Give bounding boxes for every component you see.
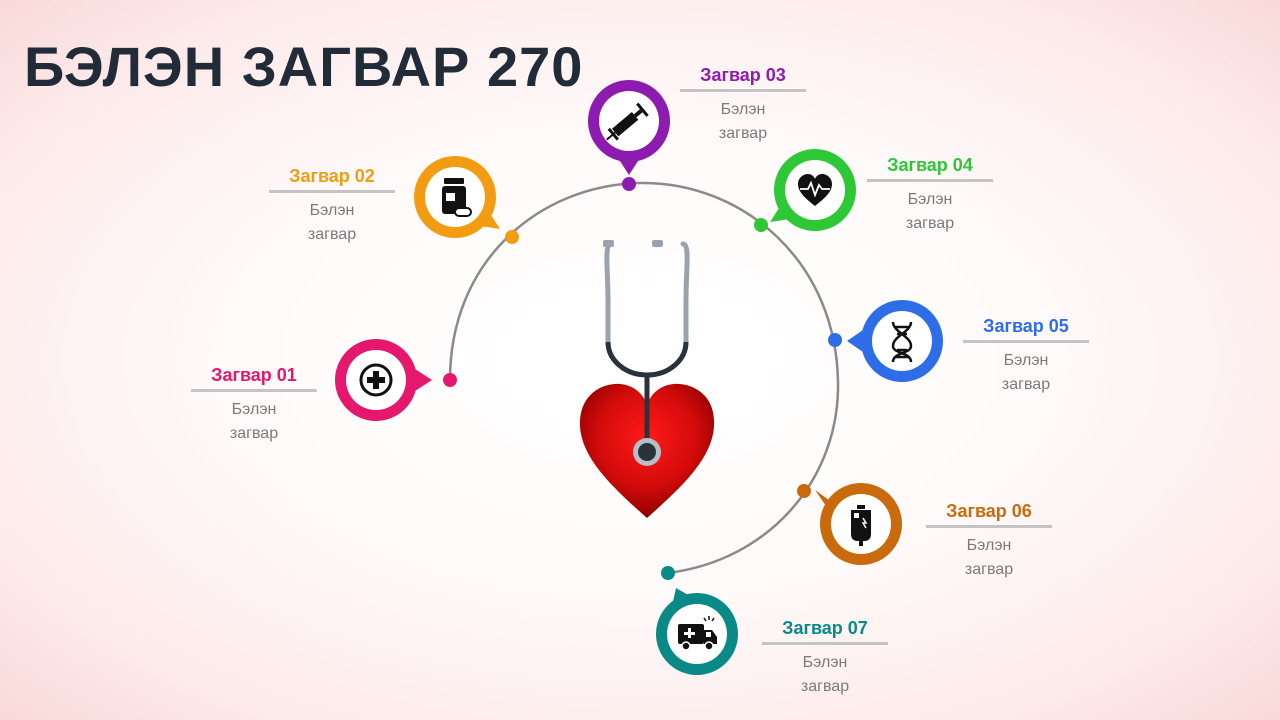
- label-description: Бэлэн загвар: [800, 654, 850, 695]
- medical-cross-icon: [359, 363, 393, 397]
- stethoscope-heart-icon: [579, 240, 715, 518]
- label-02: Загвар 02 Бэлэн загвар: [269, 166, 395, 247]
- label-heading: Загвар 04: [867, 155, 993, 182]
- label-heading: Загвар 03: [680, 65, 806, 92]
- label-description: Бэлэн загвар: [964, 537, 1014, 578]
- bubble-04[interactable]: [754, 149, 856, 232]
- label-description: Бэлэн загвар: [229, 401, 279, 442]
- heartbeat-icon: [798, 174, 832, 206]
- label-04: Загвар 04 Бэлэн загвар: [867, 155, 993, 236]
- dna-icon: [891, 321, 913, 363]
- label-description: Бэлэн загвар: [307, 202, 357, 243]
- label-01: Загвар 01 Бэлэн загвар: [191, 365, 317, 446]
- label-05: Загвар 05 Бэлэн загвар: [963, 316, 1089, 397]
- bubble-05[interactable]: [828, 300, 943, 382]
- ambulance-icon: [678, 616, 717, 651]
- pill-bottle-icon: [442, 178, 472, 217]
- label-description: Бэлэн загвар: [905, 191, 955, 232]
- label-heading: Загвар 02: [269, 166, 395, 193]
- bubble-06[interactable]: [797, 483, 902, 565]
- bubble-07[interactable]: [656, 566, 738, 675]
- bubble-02[interactable]: [414, 156, 519, 244]
- syringe-icon: [606, 102, 649, 141]
- page-title: БЭЛЭН ЗАГВАР 270: [24, 35, 584, 98]
- bubble-03[interactable]: [588, 80, 670, 191]
- label-heading: Загвар 06: [926, 501, 1052, 528]
- label-03: Загвар 03 Бэлэн загвар: [680, 65, 806, 146]
- label-heading: Загвар 01: [191, 365, 317, 392]
- label-description: Бэлэн загвар: [718, 101, 768, 142]
- label-heading: Загвар 07: [762, 618, 888, 645]
- iv-bag-icon: [851, 505, 871, 546]
- label-07: Загвар 07 Бэлэн загвар: [762, 618, 888, 699]
- label-06: Загвар 06 Бэлэн загвар: [926, 501, 1052, 582]
- label-description: Бэлэн загвар: [1001, 352, 1051, 393]
- label-heading: Загвар 05: [963, 316, 1089, 343]
- bubble-01[interactable]: [335, 339, 457, 421]
